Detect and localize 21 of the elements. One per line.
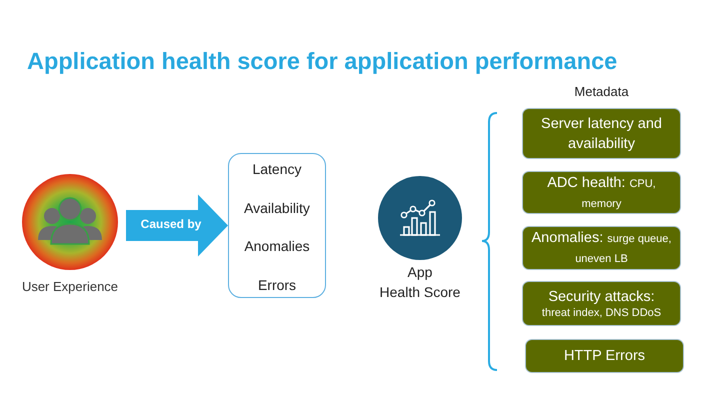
box-text: Anomalies: surge queue, uneven LB: [530, 229, 672, 268]
metric-box: [522, 226, 681, 270]
box-text: ADC health: CPU, memory: [546, 174, 657, 212]
icon-caption: App Health Score: [378, 263, 462, 302]
slide-title: Application health score for application performance: [27, 48, 618, 75]
metric-box: [522, 281, 681, 326]
metric-box: [522, 171, 681, 214]
metric-label: Errors: [258, 276, 296, 294]
metric-label: Anomalies: [244, 237, 310, 256]
block-arrow: [126, 194, 228, 256]
icon-caption: User Experience: [20, 278, 120, 296]
metric-label: Availability: [244, 198, 310, 217]
rounded-box: [228, 153, 326, 298]
box-text: Server latency and availability: [540, 114, 663, 154]
group-heading: Metadata: [573, 84, 630, 99]
edge-label: Caused by: [140, 217, 202, 232]
metric-box: [525, 339, 684, 373]
box-text: Security attacks: threat index, DNS DDoS: [542, 288, 662, 320]
metric-label: Latency: [252, 160, 302, 178]
metric-box: [522, 108, 681, 159]
box-text: HTTP Errors: [564, 347, 646, 366]
